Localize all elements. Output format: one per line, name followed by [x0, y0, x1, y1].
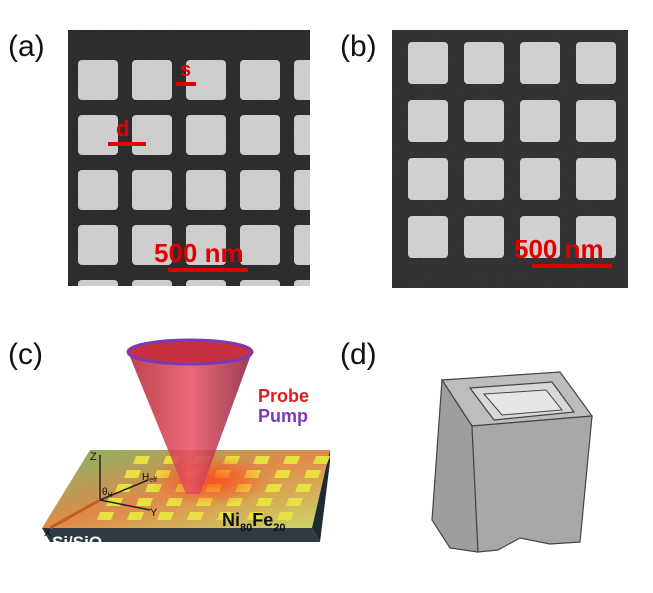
- nanodot: [313, 456, 330, 464]
- nanodot: [124, 470, 141, 478]
- diameter-marker: [108, 142, 146, 146]
- nanodot: [253, 456, 270, 464]
- nanodot: [217, 512, 234, 520]
- substrate-front: [42, 528, 320, 542]
- material-label: Ni80Fe20: [222, 510, 286, 534]
- heff-label: Heff: [142, 472, 157, 484]
- scale-bar-a: [168, 268, 248, 272]
- nanodot: [247, 512, 264, 520]
- laser-cone-top: [126, 338, 254, 366]
- nanodot: [286, 498, 303, 506]
- theta-h-label: θH: [102, 487, 113, 499]
- annotation-s: s: [180, 59, 191, 81]
- nanodot: [157, 512, 174, 520]
- panel-label-d: (d): [340, 338, 377, 371]
- scale-bar-label-a: 500 nm: [154, 238, 244, 268]
- axis-z: Z: [90, 451, 97, 463]
- schematic-c: Z X Y θH Heff Probe Pump Ni80Fe20 Si/SiO…: [30, 330, 330, 570]
- nanodot: [256, 498, 273, 506]
- panel-label-a: (a): [8, 30, 45, 63]
- nanodot: [115, 484, 132, 492]
- axis-x: X: [44, 527, 52, 539]
- nanodot: [265, 484, 282, 492]
- nanodot: [136, 498, 153, 506]
- panel-label-b: (b): [340, 30, 377, 63]
- substrate-label: Si/SiO2: [52, 533, 108, 555]
- spacing-marker: [176, 82, 196, 86]
- nanodot: [283, 456, 300, 464]
- nanodot: [97, 512, 114, 520]
- annotation-d: d: [116, 116, 129, 141]
- laser-cone: [128, 352, 252, 494]
- nanodot: [133, 456, 150, 464]
- axis-y: Y: [150, 507, 158, 519]
- scale-bar-label-b: 500 nm: [514, 234, 604, 264]
- sem-image-b: 500 nm: [392, 30, 628, 288]
- nanodot: [277, 512, 294, 520]
- geometry-d: [420, 360, 620, 560]
- scale-bar-b: [532, 264, 612, 268]
- probe-label: Probe: [258, 386, 309, 406]
- panel-label-c: (c): [8, 338, 43, 371]
- nanodot: [127, 512, 144, 520]
- nanodot: [274, 470, 291, 478]
- nanodot: [304, 470, 321, 478]
- pump-label: Pump: [258, 406, 308, 426]
- nanodot: [187, 512, 204, 520]
- sem-image-a: s d 500 nm: [68, 30, 310, 286]
- nanodot: [295, 484, 312, 492]
